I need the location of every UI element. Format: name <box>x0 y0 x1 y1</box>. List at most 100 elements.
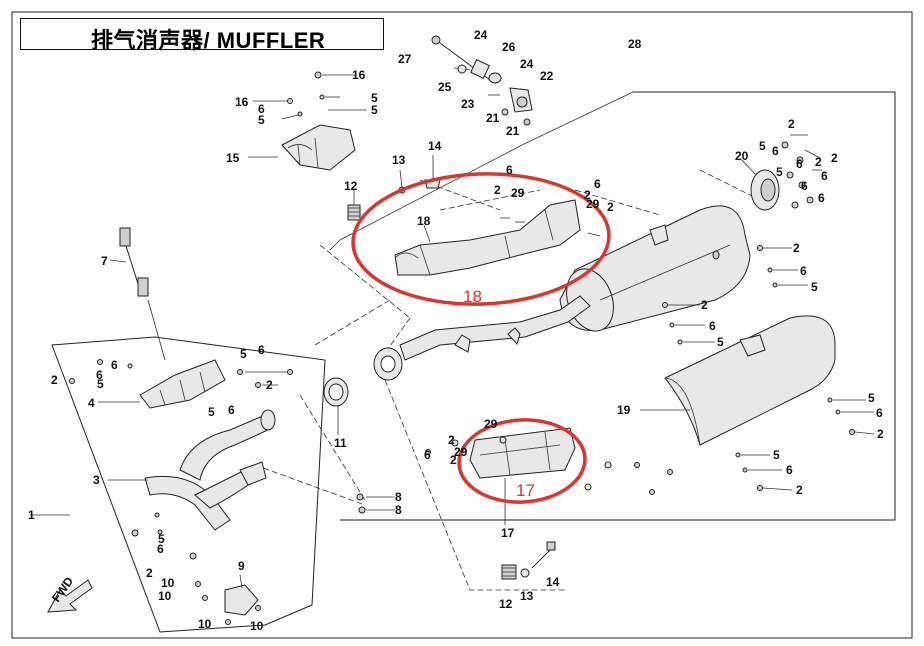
highlight-label-18: 18 <box>463 287 482 306</box>
callout-5: 5 <box>717 335 724 349</box>
callout-24: 24 <box>474 28 488 42</box>
callout-2: 2 <box>494 183 501 197</box>
callout-5: 5 <box>208 405 215 419</box>
callout-7: 7 <box>101 254 108 268</box>
callout-2: 2 <box>266 378 273 392</box>
callout-6: 6 <box>594 177 601 191</box>
highlight-ring-17 <box>457 418 587 504</box>
callout-19: 19 <box>617 403 631 417</box>
part-18-heat-shield <box>394 199 601 276</box>
callout-5: 5 <box>371 91 378 105</box>
callout-8: 8 <box>395 503 402 517</box>
part-20-end-cap <box>741 159 780 211</box>
callout-2: 2 <box>450 453 457 467</box>
callout-4: 4 <box>88 396 95 410</box>
callout-23: 23 <box>461 97 475 111</box>
part-7-o2-sensor <box>109 227 166 361</box>
callout-28: 28 <box>628 37 642 51</box>
part-17-bracket <box>469 427 576 525</box>
drawing-frame <box>11 11 913 639</box>
callout-2: 2 <box>448 433 455 447</box>
bolts-10 <box>131 493 395 625</box>
part-12-spring-top <box>347 190 361 221</box>
callout-14: 14 <box>428 139 442 153</box>
callout-6: 6 <box>818 191 825 205</box>
callout-9: 9 <box>238 559 245 573</box>
callout-6: 6 <box>157 542 164 556</box>
highlight-ring-18 <box>351 172 611 306</box>
callout-5: 5 <box>97 377 104 391</box>
callout-5: 5 <box>776 165 783 179</box>
callout-21: 21 <box>506 124 520 138</box>
callout-6: 6 <box>258 102 265 116</box>
part-22-27-hanger <box>431 35 533 126</box>
callout-13: 13 <box>392 153 406 167</box>
callout-2: 2 <box>815 155 822 169</box>
callout-16: 16 <box>352 68 366 82</box>
callout-2: 2 <box>701 298 708 312</box>
callout-5: 5 <box>371 103 378 117</box>
part-mid-pipe <box>399 295 591 361</box>
callout-6: 6 <box>96 368 103 382</box>
callout-5: 5 <box>258 113 265 127</box>
highlight-label-17: 17 <box>516 481 535 500</box>
dash-10 <box>314 299 391 346</box>
callout-18: 18 <box>417 214 431 228</box>
dash-9 <box>699 169 761 201</box>
bolts-16 <box>253 71 367 120</box>
dash-1 <box>319 244 411 319</box>
callout-26: 26 <box>502 40 516 54</box>
callout-5: 5 <box>158 532 165 546</box>
callout-6: 6 <box>876 406 883 420</box>
callout-5: 5 <box>868 391 875 405</box>
callout-6: 6 <box>786 463 793 477</box>
title-box: 排气消声器/ MUFFLER <box>20 18 384 53</box>
callout-2: 2 <box>877 427 884 441</box>
callout-6: 6 <box>111 358 118 372</box>
part-3-header-pipe <box>108 409 276 531</box>
part-11-gasket <box>323 377 349 435</box>
bolts-end-cap <box>781 134 822 209</box>
callout-2: 2 <box>796 483 803 497</box>
callout-25: 25 <box>438 80 452 94</box>
callout-11: 11 <box>334 436 347 450</box>
callout-6: 6 <box>506 163 513 177</box>
callout-2: 2 <box>146 566 153 580</box>
callout-2: 2 <box>584 188 591 202</box>
part-19-heat-shield <box>640 315 836 446</box>
callout-13: 13 <box>520 589 534 603</box>
washers-part-17 <box>425 436 673 495</box>
callout-10: 10 <box>158 589 172 603</box>
fwd-arrow-icon <box>47 579 93 613</box>
callout-12: 12 <box>344 179 358 193</box>
callout-6: 6 <box>800 264 807 278</box>
callout-6: 6 <box>258 343 265 357</box>
callout-6: 6 <box>709 319 716 333</box>
group-1-outline <box>51 336 326 633</box>
part-28-muffler <box>559 205 751 332</box>
callout-29: 29 <box>484 417 498 431</box>
dash-7 <box>574 189 661 216</box>
callout-2: 2 <box>607 200 614 214</box>
callout-6: 6 <box>796 157 803 171</box>
group-28-outline <box>470 91 896 521</box>
callout-29: 29 <box>586 197 600 211</box>
part-9-bracket <box>224 574 259 616</box>
callout-6: 6 <box>228 403 235 417</box>
callout-20: 20 <box>735 149 749 163</box>
callout-14: 14 <box>546 575 560 589</box>
dash-4 <box>299 394 366 501</box>
leader-28 <box>329 91 634 251</box>
part-12-spring-bottom <box>501 541 556 580</box>
callout-6: 6 <box>772 144 779 158</box>
callout-21: 21 <box>486 111 500 125</box>
callout-3: 3 <box>93 473 100 487</box>
callout-2: 2 <box>788 117 795 131</box>
diagram-title: 排气消声器/ MUFFLER <box>91 28 326 53</box>
callout-2: 2 <box>831 151 838 165</box>
callout-1: 1 <box>28 508 35 522</box>
dash-3 <box>384 379 565 591</box>
